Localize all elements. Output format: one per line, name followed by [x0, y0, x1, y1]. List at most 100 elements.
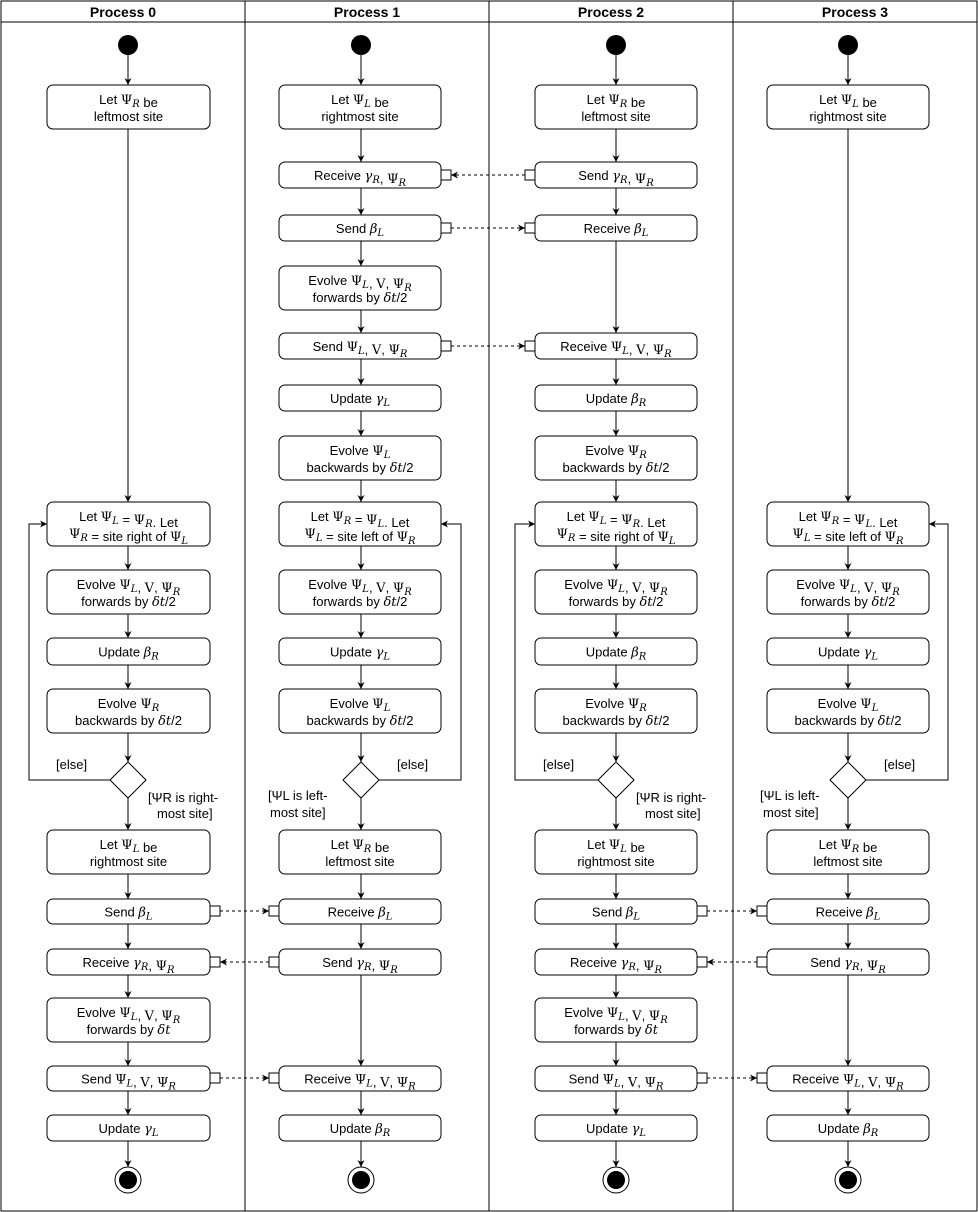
start-node-2: [606, 35, 626, 55]
action-text-p1n7-2: backwards by δt/2: [307, 460, 414, 476]
action-text-p2n11-2: rightmost site: [577, 854, 654, 869]
action-text-p1n2: Receive γR, ΨR: [314, 168, 407, 189]
guard-left-end-3a: [ΨL is left-: [760, 788, 820, 803]
action-text-p3n6-2: leftmost site: [813, 854, 882, 869]
guard-left-end-3b: most site]: [763, 805, 819, 820]
action-text-p1n11-2: backwards by δt/2: [307, 713, 414, 729]
action-p2n12: [534, 898, 698, 925]
action-p3n6: [766, 829, 930, 875]
action-text-p0n2-1: Let ΨL = ΨR. Let: [79, 509, 178, 530]
end-node-2: [607, 1171, 625, 1189]
action-text-p0n10: Send ΨL, V, ΨR: [81, 1072, 176, 1093]
action-text-p0n9-1: Evolve ΨL, V, ΨR: [77, 1005, 181, 1026]
action-text-p1n6: Update γL: [330, 391, 390, 409]
action-p1n10: [278, 637, 442, 666]
action-text-p1n4-2: forwards by δt/2: [313, 290, 408, 306]
msg-p0-p1-beta-in-pin: [268, 905, 280, 917]
action-p3n10: [766, 1114, 930, 1142]
action-text-p0n8: Receive γR, ΨR: [82, 955, 175, 976]
action-p2n7: [534, 501, 698, 547]
action-text-p1n10: Update γL: [330, 645, 390, 663]
action-text-p2n1-2: leftmost site: [581, 109, 650, 124]
action-text-p2n8-1: Evolve ΨL, V, ΨR: [564, 577, 668, 598]
action-p2n9: [534, 637, 698, 666]
action-text-p3n5-1: Evolve ΨL: [818, 696, 879, 714]
action-p0n9: [46, 997, 211, 1043]
action-p1n15: [278, 1065, 442, 1092]
action-text-p1n11-1: Evolve ΨL: [330, 696, 391, 714]
action-text-p2n16: Update γL: [586, 1121, 646, 1139]
msg-p2-p3-psi-v-psi-out-pin: [696, 1072, 708, 1084]
action-text-p1n5: Send ΨL, V, ΨR: [313, 339, 408, 360]
action-p1n8: [278, 501, 442, 547]
decision-0: [109, 761, 147, 799]
action-p3n8: [766, 948, 930, 976]
action-text-p1n9-1: Evolve ΨL, V, ΨR: [308, 577, 412, 598]
action-text-p2n13: Receive γR, ΨR: [570, 955, 663, 976]
action-text-p2n10-1: Evolve ΨR: [585, 696, 647, 714]
action-text-p1n1-1: Let ΨL be: [331, 92, 389, 110]
action-p0n6: [46, 829, 211, 875]
loop-back-0: [28, 520, 110, 781]
guard-right-end-2b: most site]: [645, 806, 701, 821]
action-p1n13: [278, 898, 442, 925]
end-node-3: [839, 1171, 857, 1189]
action-text-p3n4: Update γL: [818, 645, 878, 663]
control-flows: [28, 55, 949, 1167]
action-text-p2n7-2: ΨR = site right of ΨL: [557, 527, 676, 547]
action-p1n6: [278, 384, 442, 412]
lane-title-2: Process 2: [578, 4, 644, 20]
start-nodes: [118, 35, 858, 55]
action-text-p1n14: Send γR, ΨR: [322, 955, 398, 976]
action-text-p0n6-1: Let ΨL be: [100, 837, 158, 855]
msg-p1-p2-psi-v-psi-out-pin: [440, 340, 452, 352]
action-text-p3n6-1: Let ΨR be: [819, 837, 878, 855]
action-text-p2n12: Send βL: [592, 905, 641, 923]
action-text-p1n12-1: Let ΨR be: [331, 837, 390, 855]
action-p1n4: [278, 265, 442, 311]
action-p2n16: [534, 1114, 698, 1142]
loop-back-1: [379, 520, 462, 781]
msg-p1-p2-beta-out-pin: [440, 222, 452, 234]
action-text-p1n3: Send βL: [336, 221, 385, 239]
end-nodes: [114, 1166, 862, 1194]
action-p2n13: [534, 948, 698, 976]
action-p0n1: [46, 84, 211, 130]
action-text-p2n4: Receive ΨL, V, ΨR: [560, 339, 672, 360]
action-text-p0n7: Send βL: [104, 905, 153, 923]
action-text-p2n11-1: Let ΨL be: [587, 837, 645, 855]
action-p2n1: [534, 84, 698, 130]
action-text-p1n15: Receive ΨL, V, ΨR: [304, 1072, 416, 1093]
msg-p2-p1-gamma-psi-out-pin: [524, 169, 536, 181]
lane-title-0: Process 0: [90, 4, 156, 20]
action-text-p2n14-1: Evolve ΨL, V, ΨR: [564, 1005, 668, 1026]
action-text-p2n8-2: forwards by δt/2: [569, 594, 664, 610]
decision-3: [829, 761, 867, 799]
msg-p1-p0-gamma-psi-in-pin: [209, 956, 221, 968]
action-p0n8: [46, 948, 211, 976]
guard-right-end-0b: most site]: [157, 806, 213, 821]
action-p3n7: [766, 898, 930, 925]
end-node-0: [119, 1171, 137, 1189]
action-text-p3n3-2: forwards by δt/2: [801, 594, 896, 610]
msg-p1-p0-gamma-psi-out-pin: [268, 956, 280, 968]
action-p2n15: [534, 1065, 698, 1092]
action-text-p2n14-2: forwards by δt: [574, 1022, 659, 1038]
action-text-p0n5-2: backwards by δt/2: [75, 713, 182, 729]
action-text-p0n3-1: Evolve ΨL, V, ΨR: [77, 577, 181, 598]
lane-title-3: Process 3: [822, 4, 888, 20]
action-text-p0n2-2: ΨR = site right of ΨL: [69, 527, 188, 547]
action-text-p3n1-1: Let ΨL be: [819, 92, 877, 110]
message-pins: [209, 169, 768, 1084]
action-p2n2: [534, 161, 698, 189]
action-text-p2n7-1: Let ΨL = ΨR. Let: [567, 509, 666, 530]
loop-back-3: [866, 520, 949, 781]
action-text-p3n5-2: backwards by δt/2: [795, 713, 902, 729]
guard-labels: [else] [else] [else] [else] [ΨR is right…: [56, 757, 915, 821]
guard-left-end-1b: most site]: [270, 805, 326, 820]
action-text-p0n1-1: Let ΨR be: [99, 92, 158, 110]
action-text-p3n1-2: rightmost site: [809, 109, 886, 124]
message-flows: [220, 171, 757, 1082]
